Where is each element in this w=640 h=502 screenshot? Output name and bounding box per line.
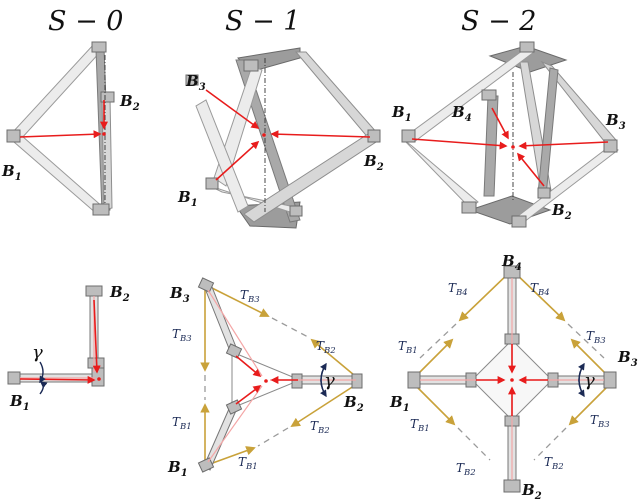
s2-label-b2: B2	[551, 201, 572, 222]
s2-2d-label-b4: B4	[501, 252, 522, 273]
s1-tension-b2-top: TB2	[316, 339, 336, 356]
s2-label-b4: B4	[451, 103, 472, 124]
s2-tension-b4-right: TB4	[530, 281, 550, 298]
s2-label-b3: B3	[605, 111, 626, 132]
s0-gamma-symbol: γ	[32, 342, 43, 363]
s1-2d-label-b1: B1	[167, 458, 188, 479]
s1-2d-label-b2: B2	[343, 393, 364, 414]
s1-3d-model	[185, 47, 381, 229]
s1-label-b2: B2	[363, 152, 384, 173]
s0-2d-schematic	[7, 285, 105, 395]
s1-2d-schematic	[197, 277, 363, 473]
s0-label-b2: B2	[119, 92, 140, 113]
s1-tension-b3-left: TB3	[172, 327, 192, 344]
s1-tension-b3-top: TB3	[240, 288, 260, 305]
s2-tension-b2-left: TB2	[456, 461, 476, 478]
s2-tension-b3-bottom: TB3	[590, 413, 610, 430]
s0-3d-model	[6, 41, 115, 216]
s2-tension-b4-left: TB4	[448, 281, 468, 298]
s1-gamma-symbol: γ	[324, 370, 335, 391]
s2-tension-b2-right: TB2	[544, 455, 564, 472]
s1-tension-b1-left: TB1	[172, 415, 192, 432]
s2-2d-label-b3: B3	[617, 348, 638, 369]
s1-label-b1: B1	[177, 188, 198, 209]
s1-2d-label-b3: B3	[169, 284, 190, 305]
s0-label-b1: B1	[1, 162, 22, 183]
s2-3d-model	[401, 41, 619, 228]
s2-label-b1: B1	[391, 103, 412, 124]
s2-2d-label-b2: B2	[521, 481, 542, 502]
s2-tension-b3-top: TB3	[586, 329, 606, 346]
s2-2d-schematic	[407, 265, 617, 493]
s0-2d-label-b2: B2	[109, 283, 130, 304]
s1-tension-b1-bottom: TB1	[238, 455, 258, 472]
title-s0: S − 0	[48, 6, 123, 37]
s1-tension-b2-bottom: TB2	[310, 419, 330, 436]
s0-2d-label-b1: B1	[9, 392, 30, 413]
s2-tension-b1-bottom: TB1	[410, 417, 430, 434]
title-s1: S − 1	[225, 6, 300, 37]
s1-label-b3: B3	[185, 72, 206, 93]
s2-2d-label-b1: B1	[389, 393, 410, 414]
title-s2: S − 2	[461, 6, 536, 37]
s2-gamma-symbol: γ	[584, 370, 595, 391]
s2-tension-b1-top: TB1	[398, 339, 418, 356]
